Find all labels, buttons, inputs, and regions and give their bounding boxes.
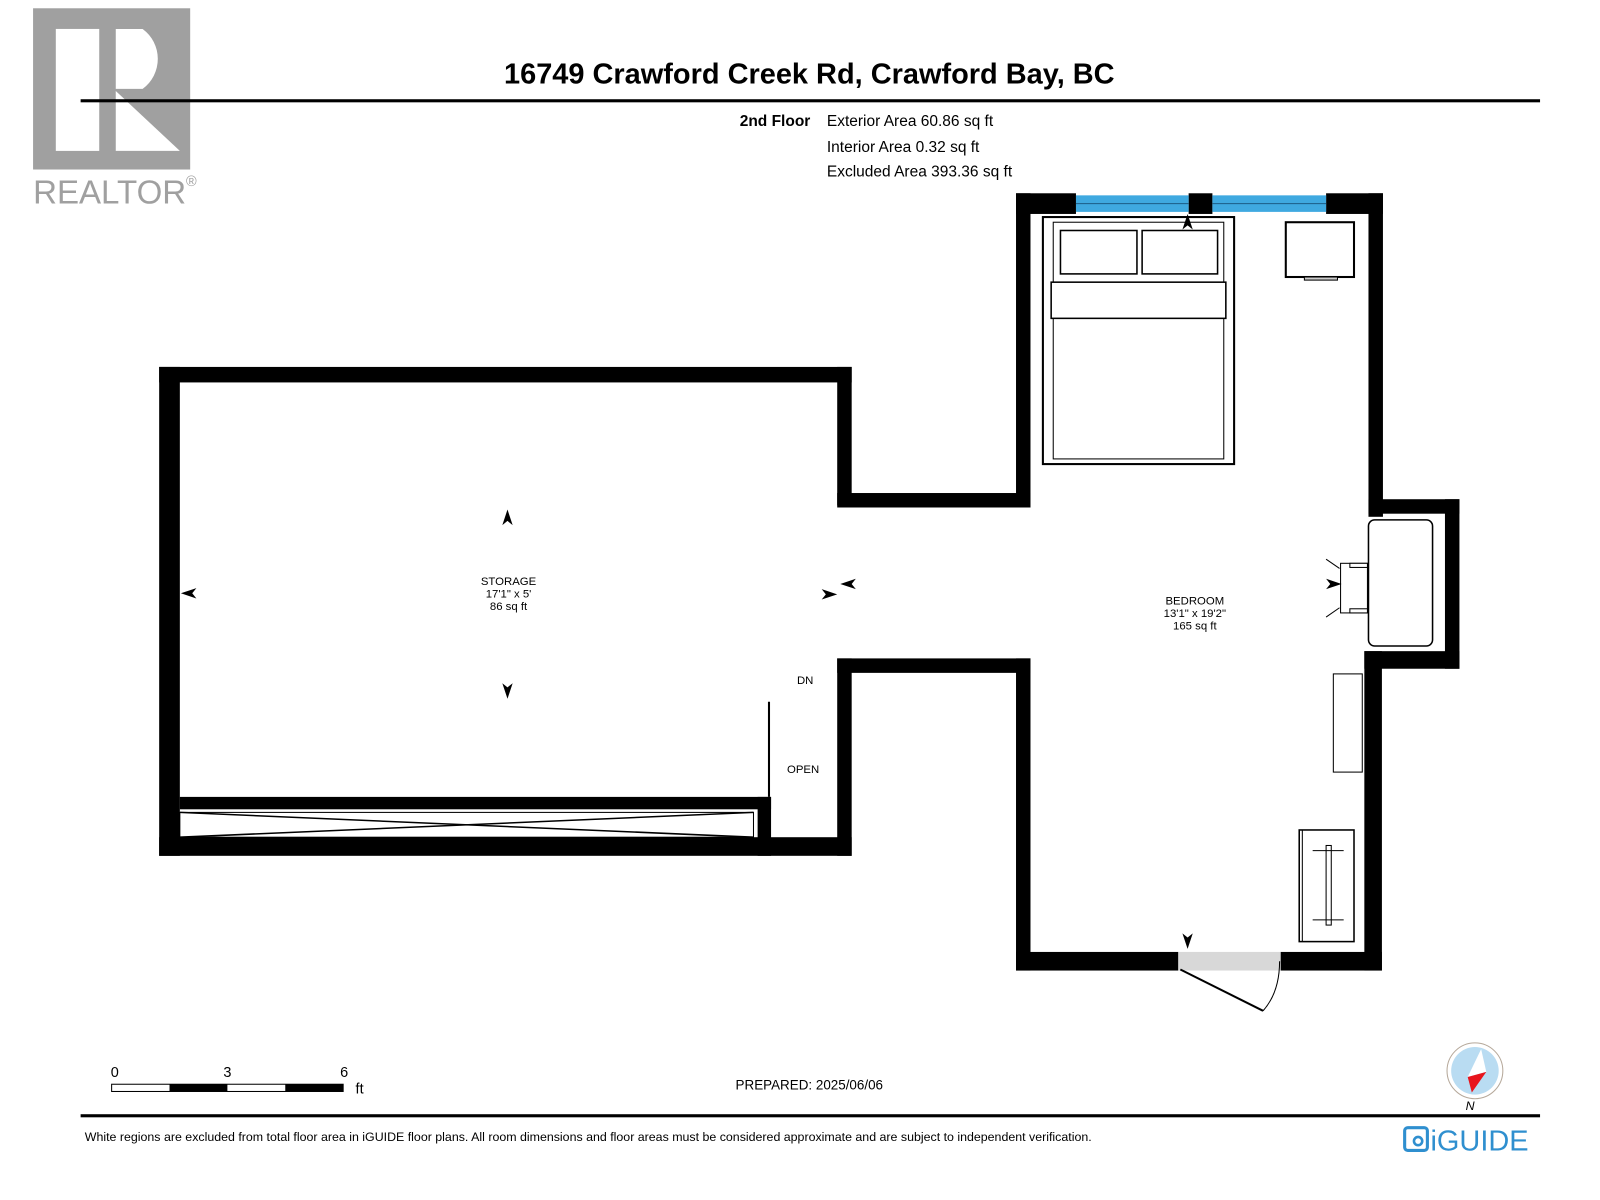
- nightstand: [1284, 221, 1356, 281]
- compass-icon: N: [1446, 1042, 1504, 1113]
- svg-text:3: 3: [223, 1065, 231, 1081]
- prepared-date: PREPARED: 2025/06/06: [736, 1077, 883, 1092]
- svg-text:13'1" x 19'2": 13'1" x 19'2": [1164, 608, 1226, 620]
- wardrobe: [1298, 829, 1355, 943]
- header-rule: [80, 99, 1541, 103]
- realtor-logo: REALTOR ®: [33, 8, 197, 212]
- address-title: 16749 Crawford Creek Rd, Crawford Bay, B…: [504, 59, 1115, 91]
- footer-rule: [80, 1114, 1541, 1118]
- floor-label: 2nd Floor: [740, 113, 811, 130]
- iguide-logo: iGUIDE: [1403, 1125, 1529, 1157]
- bed: [1041, 216, 1236, 466]
- desk: [1325, 519, 1434, 647]
- svg-text:86 sq ft: 86 sq ft: [490, 601, 528, 613]
- svg-text:165 sq ft: 165 sq ft: [1173, 620, 1217, 632]
- walls: [159, 193, 1460, 971]
- svg-text:iGUIDE: iGUIDE: [1430, 1125, 1528, 1157]
- view-markers: [180, 213, 1342, 949]
- svg-text:17'1" x 5': 17'1" x 5': [486, 588, 532, 600]
- closet-shelf: [179, 701, 771, 838]
- realtor-text: REALTOR: [33, 175, 186, 212]
- room-label-storage: STORAGE 17'1" x 5' 86 sq ft: [481, 576, 537, 613]
- door: [1178, 951, 1281, 1012]
- room-label-bedroom: BEDROOM 13'1" x 19'2" 165 sq ft: [1164, 596, 1226, 633]
- svg-text:6: 6: [340, 1065, 348, 1081]
- excluded-area: Excluded Area 393.36 sq ft: [827, 164, 1013, 181]
- svg-text:BEDROOM: BEDROOM: [1165, 596, 1224, 608]
- dresser: [1332, 673, 1363, 773]
- open-label: OPEN: [787, 764, 819, 776]
- scale-bar: 0 3 6 ft: [111, 1065, 364, 1098]
- svg-text:STORAGE: STORAGE: [481, 576, 537, 588]
- svg-text:0: 0: [111, 1065, 119, 1081]
- windows: [1075, 195, 1327, 212]
- stairs-down-label: DN: [797, 675, 813, 687]
- svg-text:®: ®: [186, 174, 197, 190]
- svg-text:ft: ft: [356, 1082, 364, 1098]
- svg-text:N: N: [1466, 1099, 1475, 1113]
- exterior-area: Exterior Area 60.86 sq ft: [827, 113, 994, 130]
- interior-area: Interior Area 0.32 sq ft: [827, 139, 980, 156]
- disclaimer: White regions are excluded from total fl…: [85, 1130, 1092, 1144]
